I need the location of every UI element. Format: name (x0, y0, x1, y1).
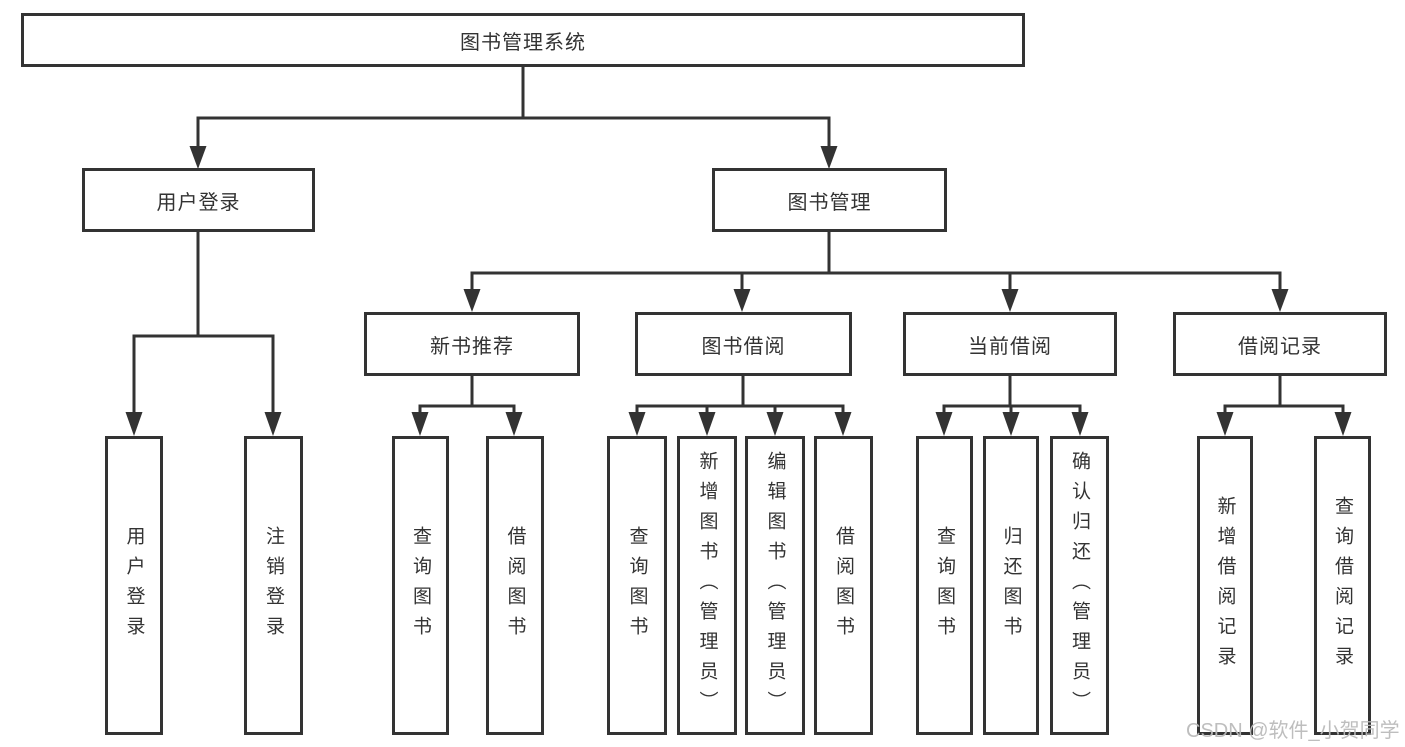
connector-segments (132, 65, 1345, 418)
node-root: 图书管理系统 (21, 13, 1025, 67)
arrow-down-icon (733, 289, 751, 312)
node-edit-book-admin: 编辑图书（管理员） (745, 436, 805, 735)
arrow-down-icon (698, 412, 716, 436)
node-root-label: 图书管理系统 (460, 31, 586, 54)
arrow-down-icon (766, 412, 784, 436)
arrow-down-icon (935, 412, 953, 436)
node-user-login-branch: 用户登录 (82, 168, 315, 232)
node-label: 查询图书 (934, 525, 955, 646)
node-label: 查询图书 (410, 525, 431, 646)
arrow-down-icon (1002, 412, 1020, 436)
node-label: 用户登录 (123, 525, 145, 646)
node-label: 归还图书 (1000, 525, 1022, 646)
arrow-down-icon (834, 412, 852, 436)
node-label: 借阅记录 (1238, 335, 1322, 358)
node-book-borrow: 图书借阅 (635, 312, 852, 376)
arrow-down-icon (411, 412, 429, 436)
arrow-down-icon (1001, 289, 1019, 312)
watermark: CSDN @软件_小贺同学 (1186, 720, 1400, 742)
node-return-book: 归还图书 (983, 436, 1039, 735)
arrow-down-icon (820, 146, 838, 169)
arrowhead-icons (125, 146, 1352, 436)
node-current-search-books: 查询图书 (916, 436, 973, 735)
node-logout-leaf: 注销登录 (244, 436, 303, 735)
node-newbook-borrow-books: 借阅图书 (486, 436, 544, 735)
node-label: 用户登录 (156, 191, 241, 214)
node-query-borrow-record: 查询借阅记录 (1314, 436, 1371, 735)
node-add-borrow-record: 新增借阅记录 (1197, 436, 1253, 735)
arrow-down-icon (1271, 289, 1289, 312)
arrow-down-icon (463, 289, 481, 312)
arrow-down-icon (1216, 412, 1234, 436)
node-label: 新增图书（管理员） (696, 450, 718, 721)
arrow-down-icon (189, 146, 207, 169)
node-current-borrow: 当前借阅 (903, 312, 1117, 376)
node-book-management-branch: 图书管理 (712, 168, 947, 232)
node-label: 图书管理 (787, 191, 872, 214)
node-borrow-search-books: 查询图书 (607, 436, 667, 735)
arrow-down-icon (628, 412, 646, 436)
arrow-down-icon (264, 412, 282, 436)
node-label: 借阅图书 (504, 525, 526, 646)
node-label: 查询借阅记录 (1332, 495, 1353, 676)
node-add-book-admin: 新增图书（管理员） (677, 436, 737, 735)
arrow-down-icon (505, 412, 523, 436)
node-label: 新书推荐 (430, 335, 514, 358)
node-new-book-recommend: 新书推荐 (364, 312, 580, 376)
node-borrow-borrow-books: 借阅图书 (814, 436, 873, 735)
node-label: 新增借阅记录 (1214, 495, 1236, 676)
node-confirm-return-admin: 确认归还（管理员） (1050, 436, 1109, 735)
node-label: 查询图书 (626, 525, 648, 646)
node-label: 注销登录 (263, 525, 284, 646)
node-newbook-search-books: 查询图书 (392, 436, 449, 735)
node-label: 借阅图书 (833, 525, 854, 646)
arrow-down-icon (1071, 412, 1089, 436)
node-label: 当前借阅 (968, 335, 1052, 358)
arrow-down-icon (1334, 412, 1352, 436)
arrow-down-icon (125, 412, 143, 436)
node-borrow-records: 借阅记录 (1173, 312, 1387, 376)
node-user-login-leaf: 用户登录 (105, 436, 163, 735)
node-label: 确认归还（管理员） (1069, 450, 1090, 721)
node-label: 图书借阅 (701, 335, 786, 358)
node-label: 编辑图书（管理员） (764, 450, 786, 721)
